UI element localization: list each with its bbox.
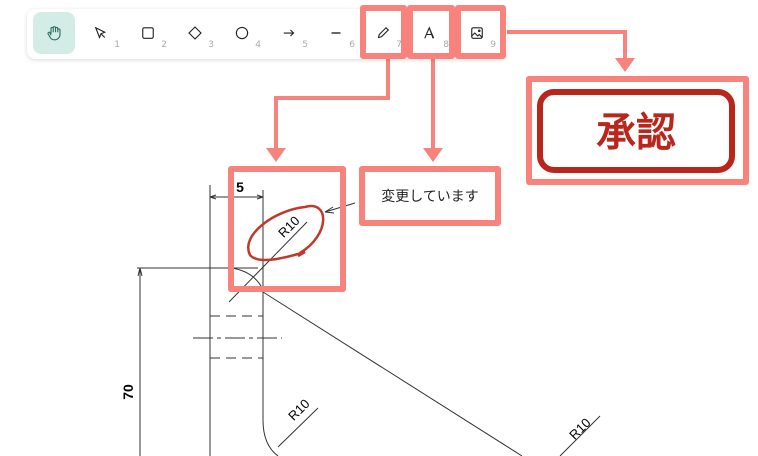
dimension-height: 70 (120, 384, 136, 400)
approval-stamp-text: 承認 (596, 110, 676, 156)
selection-tool-button[interactable]: 1 (80, 12, 122, 54)
shortcut-label: 8 (443, 40, 449, 50)
text-tool-button[interactable]: 8 (409, 12, 451, 54)
draw-tool-button[interactable]: 7 (362, 12, 404, 54)
highlight-freehand-area (228, 166, 346, 292)
toolbar: 1 2 3 4 5 6 7 8 9 (27, 9, 507, 59)
arrow-icon (283, 29, 295, 37)
diamond-icon (188, 26, 202, 40)
image-icon (471, 27, 483, 39)
shortcut-label: 6 (349, 40, 355, 50)
square-icon (142, 27, 154, 39)
highlight-text-tool (407, 5, 455, 59)
pencil-icon (377, 26, 390, 39)
shortcut-label: 7 (396, 40, 402, 50)
shortcut-label: 1 (114, 40, 120, 50)
line-icon (331, 32, 341, 34)
highlight-image-tool (455, 5, 506, 59)
circle-icon (235, 26, 249, 40)
diamond-tool-button[interactable]: 3 (174, 12, 216, 54)
ellipse-tool-button[interactable]: 4 (221, 12, 263, 54)
shortcut-label: 2 (161, 40, 167, 50)
dimension-width: 5 (236, 179, 244, 195)
approval-stamp-border (537, 89, 735, 173)
freehand-circle-annotation[interactable] (247, 204, 325, 262)
radius-label-bottom: R10 (285, 396, 312, 423)
shortcut-label: 5 (302, 40, 308, 50)
highlight-stamp-image (526, 76, 749, 185)
highlight-text-note (359, 166, 501, 226)
connector-arrowheads (266, 58, 635, 162)
shortcut-label: 4 (255, 40, 261, 50)
arrow-tool-button[interactable]: 5 (268, 12, 310, 54)
highlight-draw-tool (360, 5, 407, 59)
shortcut-label: 9 (490, 40, 496, 50)
rectangle-tool-button[interactable]: 2 (127, 12, 169, 54)
hand-tool-button[interactable] (33, 12, 75, 54)
hand-icon (47, 26, 61, 41)
cursor-icon (94, 26, 107, 40)
text-icon (424, 26, 435, 39)
radius-label-right: R10 (566, 415, 593, 442)
callout-connectors (274, 30, 627, 150)
shortcut-label: 3 (208, 40, 214, 50)
text-annotation[interactable]: 変更しています (381, 189, 479, 205)
image-tool-button[interactable]: 9 (456, 12, 498, 54)
line-tool-button[interactable]: 6 (315, 12, 357, 54)
